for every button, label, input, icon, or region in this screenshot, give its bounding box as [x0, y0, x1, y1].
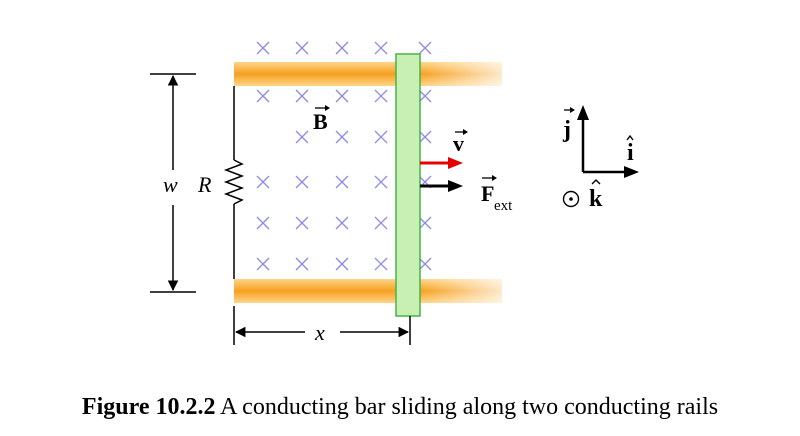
sliding-bar: [395, 53, 421, 317]
figure-caption: Figure 10.2.2 A conducting bar sliding a…: [0, 394, 800, 421]
cross-icon: [256, 89, 270, 103]
cross-icon: [335, 216, 349, 230]
cross-icon: [256, 175, 270, 189]
cross-icon: [335, 130, 349, 144]
svg-text:i: i: [627, 140, 634, 166]
cross-icon: [335, 257, 349, 271]
width-dimension-arrow: [150, 73, 196, 293]
out-of-page-dot-icon: [562, 190, 580, 208]
distance-dimension-arrow: [233, 306, 411, 345]
svg-text:k: k: [589, 186, 603, 212]
cross-icon: [295, 89, 309, 103]
width-label: w: [163, 172, 178, 197]
velocity-arrow: [420, 157, 463, 169]
svg-text:B: B: [313, 109, 328, 134]
cross-icon: [418, 89, 432, 103]
cross-icon: [335, 41, 349, 55]
unit-i-label: i: [626, 134, 634, 166]
magnetic-field-crosses: [256, 41, 432, 271]
external-force-arrow: [420, 180, 463, 192]
svg-text:v: v: [453, 131, 464, 156]
top-rail: [234, 62, 502, 86]
field-label: B: [313, 105, 330, 134]
cross-icon: [374, 89, 388, 103]
bottom-rail: [234, 279, 502, 303]
cross-icon: [374, 130, 388, 144]
cross-icon: [374, 175, 388, 189]
cross-icon: [295, 130, 309, 144]
cross-icon: [295, 257, 309, 271]
cross-icon: [256, 216, 270, 230]
cross-icon: [335, 175, 349, 189]
cross-icon: [374, 216, 388, 230]
cross-icon: [335, 89, 349, 103]
circuit-wire: [223, 86, 245, 279]
figure-number: Figure 10.2.2: [81, 394, 216, 420]
unit-k-label: k: [589, 179, 603, 212]
resistor-label: R: [197, 172, 212, 197]
unit-j-label: j: [562, 107, 575, 143]
figure-caption-text: A conducting bar sliding along two condu…: [220, 394, 719, 420]
cross-icon: [418, 41, 432, 55]
cross-icon: [374, 41, 388, 55]
coordinate-axes: [577, 105, 639, 178]
cross-icon: [418, 216, 432, 230]
cross-icon: [256, 257, 270, 271]
resistor-icon: [223, 159, 245, 205]
cross-icon: [295, 41, 309, 55]
force-label: F ext: [481, 175, 513, 214]
velocity-label: v: [453, 129, 468, 156]
svg-text:F: F: [481, 181, 494, 206]
cross-icon: [418, 257, 432, 271]
svg-text:j: j: [562, 117, 571, 143]
distance-label: x: [314, 320, 325, 345]
cross-icon: [295, 216, 309, 230]
cross-icon: [256, 41, 270, 55]
cross-icon: [374, 257, 388, 271]
cross-icon: [418, 130, 432, 144]
svg-text:ext: ext: [494, 198, 513, 214]
cross-icon: [295, 175, 309, 189]
